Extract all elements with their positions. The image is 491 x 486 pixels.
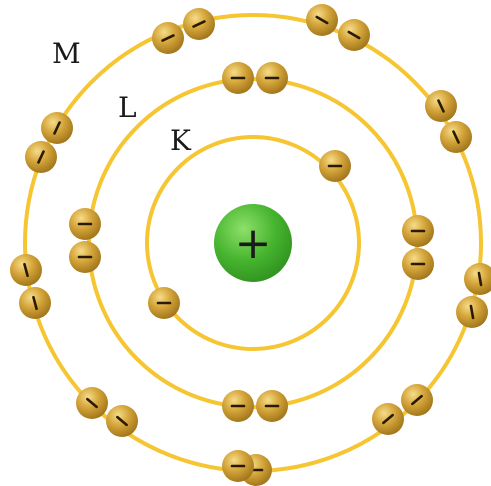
electron-l-3	[69, 208, 101, 240]
electron-m-10	[372, 403, 404, 435]
electron-k-1	[319, 150, 351, 182]
electron-l-2	[256, 62, 288, 94]
electron-m-6	[440, 121, 472, 153]
electron-m-15	[10, 254, 42, 286]
shell-label-l: L	[118, 91, 137, 124]
electron-m-16	[19, 287, 51, 319]
electron-m-8	[456, 296, 488, 328]
electron-l-8	[256, 390, 288, 422]
nucleus-sign: +	[235, 218, 272, 269]
electron-l-7	[222, 390, 254, 422]
electron-m-2	[183, 8, 215, 40]
electron-l-5	[402, 215, 434, 247]
electron-l-4	[69, 241, 101, 273]
nucleus: +	[214, 204, 292, 282]
electron-m-7	[464, 263, 491, 295]
electron-m-17	[25, 141, 57, 173]
electron-m-9	[401, 384, 433, 416]
electron-m-4	[338, 19, 370, 51]
electron-m-3	[306, 4, 338, 36]
shell-label-m: M	[52, 37, 81, 70]
electron-k-2	[148, 287, 180, 319]
electron-m-13	[76, 387, 108, 419]
electron-l-1	[222, 62, 254, 94]
electron-m-18	[41, 112, 73, 144]
electron-l-6	[402, 248, 434, 280]
shell-label-k: K	[170, 124, 192, 157]
electron-m-1	[152, 22, 184, 54]
electron-m-12	[222, 450, 254, 482]
electron-m-5	[425, 90, 457, 122]
electron-m-14	[106, 405, 138, 437]
